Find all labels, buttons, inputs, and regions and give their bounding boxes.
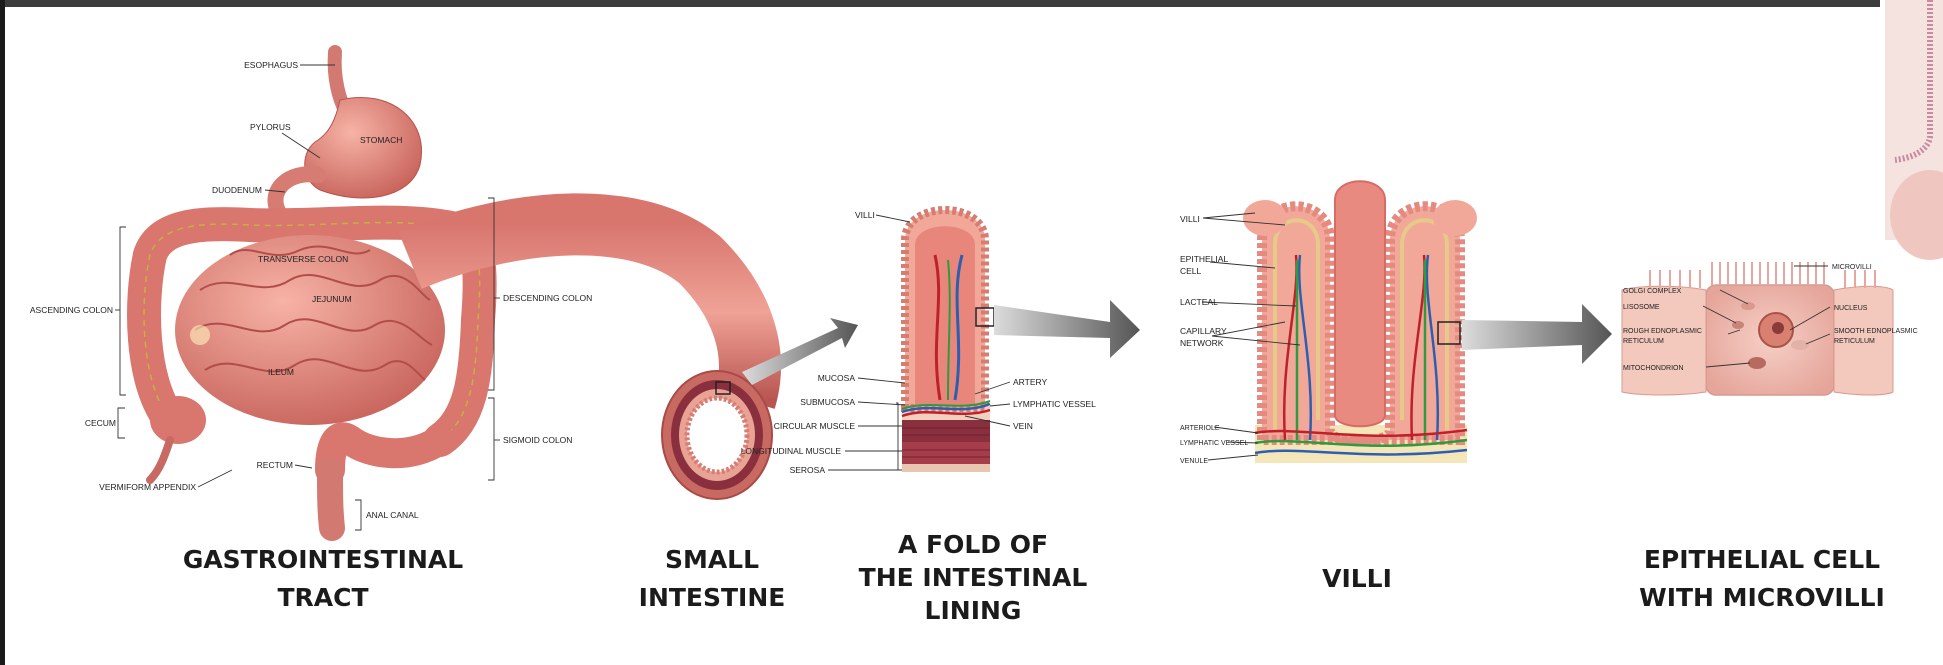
label-longitudinal-muscle: LONGITUDINAL MUSCLE xyxy=(741,446,842,456)
label-epithelial-cell-2: CELL xyxy=(1180,266,1202,276)
label-nucleus: NUCLEUS xyxy=(1834,305,1868,312)
title-fold-line3: LINING xyxy=(925,596,1022,625)
gi-tract-illustration xyxy=(144,52,480,528)
villi-panel: VILLI EPITHELIAL CELL LACTEAL CAPILLARY … xyxy=(1180,181,1612,593)
gi-tract-panel: ESOPHAGUS PYLORUS STOMACH DUODENUM TRANS… xyxy=(30,52,750,612)
label-sigmoid-colon: SIGMOID COLON xyxy=(503,435,572,445)
cell-panel: GOLGI COMPLEX LISOSOME ROUGH EDNOPLASMIC… xyxy=(1622,262,1918,612)
label-mucosa: MUCOSA xyxy=(818,373,856,383)
label-vein: VEIN xyxy=(1013,421,1033,431)
label-artery: ARTERY xyxy=(1013,377,1048,387)
label-smooth-er-2: RETICULUM xyxy=(1834,338,1875,345)
label-lisosome: LISOSOME xyxy=(1623,304,1660,311)
title-fold-line1: A FOLD OF xyxy=(898,530,1048,559)
label-smooth-er-1: SMOOTH EDNOPLASMIC xyxy=(1834,328,1918,335)
title-cell-line1: EPITHELIAL CELL xyxy=(1644,545,1880,574)
cropped-neighbor-image xyxy=(1885,0,1943,260)
label-circular-muscle: CIRCULAR MUSCLE xyxy=(774,421,856,431)
label-transverse-colon: TRANSVERSE COLON xyxy=(258,254,348,264)
label-golgi-complex: GOLGI COMPLEX xyxy=(1623,288,1682,295)
label-duodenum: DUODENUM xyxy=(212,185,262,195)
label-fold-lymphatic-vessel: LYMPHATIC VESSEL xyxy=(1013,399,1096,409)
label-anal-canal: ANAL CANAL xyxy=(366,510,419,520)
title-gi-tract-line1: GASTROINTESTINAL xyxy=(183,545,463,574)
label-esophagus: ESOPHAGUS xyxy=(244,60,298,70)
label-serosa: SEROSA xyxy=(790,465,826,475)
title-small-intestine-line1: SMALL xyxy=(665,545,759,574)
label-ascending-colon: ASCENDING COLON xyxy=(30,305,113,315)
label-epithelial-cell-1: EPITHELIAL xyxy=(1180,254,1228,264)
label-capillary-1: CAPILLARY xyxy=(1180,326,1227,336)
label-pylorus: PYLORUS xyxy=(250,122,291,132)
arrow-to-villi xyxy=(994,300,1140,358)
label-venule: VENULE xyxy=(1180,458,1208,465)
title-cell-line2: WITH MICROVILLI xyxy=(1639,583,1885,612)
label-vermiform-appendix: VERMIFORM APPENDIX xyxy=(99,482,196,492)
fold-panel: VILLI MUCOSA SUBMUCOSA CIRCULAR MUSCLE L… xyxy=(741,210,1140,625)
title-gi-tract-line2: TRACT xyxy=(277,583,368,612)
title-fold-line2: THE INTESTINAL xyxy=(859,563,1088,592)
label-cecum: CECUM xyxy=(85,418,116,428)
title-small-intestine-line2: INTESTINE xyxy=(639,583,786,612)
label-rough-er-1: ROUGH EDNOPLASMIC xyxy=(1623,328,1702,335)
villi-illustration xyxy=(1243,181,1477,463)
label-lacteal: LACTEAL xyxy=(1180,297,1218,307)
label-villi-villi: VILLI xyxy=(1180,214,1200,224)
label-capillary-2: NETWORK xyxy=(1180,338,1224,348)
fold-illustration xyxy=(902,210,994,472)
label-descending-colon: DESCENDING COLON xyxy=(503,293,592,303)
label-stomach: STOMACH xyxy=(360,135,402,145)
arrow-to-cell xyxy=(1462,304,1612,364)
label-microvilli: MICROVILLI xyxy=(1832,264,1872,271)
cross-section xyxy=(662,371,772,499)
label-jejunum: JEJUNUM xyxy=(312,294,352,304)
label-rectum: RECTUM xyxy=(257,460,293,470)
label-submucosa: SUBMUCOSA xyxy=(800,397,855,407)
label-ileum: ILEUM xyxy=(268,367,294,377)
label-fold-villi: VILLI xyxy=(855,210,875,220)
label-villi-lymphatic-vessel: LYMPHATIC VESSEL xyxy=(1180,440,1248,447)
title-villi: VILLI xyxy=(1322,564,1392,593)
label-rough-er-2: RETICULUM xyxy=(1623,338,1664,345)
label-arteriole: ARTERIOLE xyxy=(1180,425,1220,432)
villi-labels: VILLI EPITHELIAL CELL LACTEAL CAPILLARY … xyxy=(1180,214,1248,465)
label-mitochondrion: MITOCHONDRION xyxy=(1623,365,1684,372)
